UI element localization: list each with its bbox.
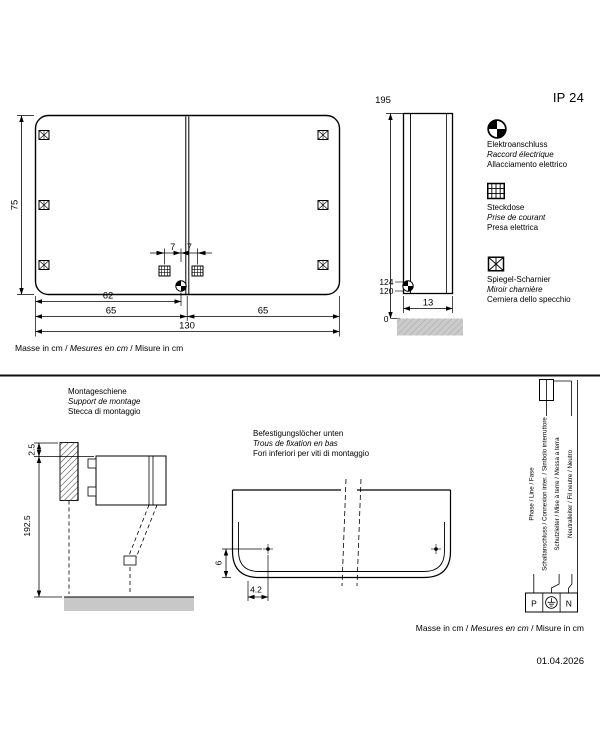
fixing-holes-title-it: Fori inferiori per viti di montaggio [253,449,370,458]
fixing-holes-title-fr: Trous de fixation en bas [253,439,338,448]
dim-level-zero: 0 [384,314,389,324]
electrical-connection-icon [175,280,187,292]
dim-level-lower: 120 [379,286,393,296]
hinge-icon [38,130,50,140]
legend-socket-it: Presa elettrica [487,223,539,232]
units-sep: / [62,343,70,353]
dim-side-depth: 13 [423,298,434,309]
units-it: Misure in cm [535,623,584,633]
base-plate [64,597,194,611]
dim-right-width: 65 [258,306,269,317]
legend-socket-label: Steckdose Prise de courant Presa elettri… [487,203,545,233]
wire-label-neutral: Neutralleiter / Fil neutre / Neutro [567,449,574,538]
dim-rail-offset: 2.5 [27,444,37,456]
dim-socket-spacing-right: 7 [187,242,192,252]
socket-icon [487,182,505,200]
units-fr: Mesures en cm [470,623,529,633]
wire-label-phase: Phase / Line / Fase [529,467,536,521]
fixing-holes-title: Befestigungslöcher unten Trous de fixati… [253,429,369,459]
legend-socket-fr: Prise de courant [487,213,546,222]
legend-hinge-label: Spiegel-Scharnier Miroir charnière Cerni… [487,275,571,305]
mounting-rail-title: Montageschiene Support de montage Stecca… [68,387,141,417]
dim-front-height: 75 [10,200,21,211]
units-sep: / [463,623,471,633]
dim-side-height: 195 [375,95,391,106]
dim-hole-edge-distance: 6 [214,560,224,565]
mounting-rail-title-de: Montageschiene [68,387,127,396]
legend-socket-de: Steckdose [487,203,525,212]
legend-hinge-de: Spiegel-Scharnier [487,275,551,284]
units-note-top: Masse in cm / Mesures en cm / Misure in … [15,343,183,353]
units-de: Masse in cm [415,623,464,633]
hinge-icon [317,260,329,270]
hinge-icon [317,130,329,140]
socket-icon [191,265,204,277]
legend-hinge-it: Cerniera dello specchio [487,295,571,304]
side-view-drawing: 195 124 120 0 13 [375,95,463,336]
units-de: Masse in cm [15,343,63,353]
legend-electrical-it: Allacciamento elettrico [487,160,568,169]
electrical-connection-icon [402,280,414,292]
units-it: Misure in cm [135,343,184,353]
terminal-neutral-label: N [566,599,572,609]
section-divider [0,374,600,377]
mirror-hinge-icon [487,256,505,272]
dim-hole-offset: 4.2 [250,585,262,595]
hinge-icon [38,260,50,270]
units-fr: Mesures en cm [69,343,128,353]
wiring-diagram: Phase / Line / Fase Schaltanschluss / Co… [525,379,578,613]
front-view-drawing: 7 7 75 62 65 65 130 [10,114,341,337]
dim-level-upper: 124 [379,277,393,287]
units-sep: / [127,343,136,353]
dim-rail-length: 192.5 [22,515,32,537]
dim-total-width: 130 [179,321,195,332]
ip-rating: IP 24 [552,90,584,105]
dim-socket-spacing-left: 7 [170,242,175,252]
dim-connection-offset: 62 [103,291,114,302]
fixing-hole [263,544,273,554]
earth-terminal-icon [545,596,558,609]
dim-left-width: 65 [106,306,117,317]
legend-hinge-fr: Miroir charnière [487,285,543,294]
fixing-hole [431,544,441,554]
revision-date: 01.04.2026 [536,656,584,667]
fixing-holes-title-de: Befestigungslöcher unten [253,429,344,438]
mounting-rail-title-it: Stecca di montaggio [68,407,141,416]
units-note-bottom: Masse in cm / Mesures en cm / Misure in … [416,623,584,633]
legend-electrical-fr: Raccord électrique [487,150,554,159]
units-sep: / [528,623,536,633]
hinge-icon [317,200,329,210]
wire-label-earth: Schutzleiter / Mise à terre / Messa a te… [554,437,561,551]
legend-electrical-de: Elektroanschluss [487,140,548,149]
socket-icon [158,265,171,277]
legend-electrical-label: Elektroanschluss Raccord électrique Alla… [487,140,567,170]
hinge-icon [38,200,50,210]
wire-label-switch: Schaltanschluss / Connexion inter. / Sim… [541,417,548,571]
mounting-rail-drawing: 2.5 192.5 [22,442,194,611]
electrical-connection-icon [487,119,507,139]
terminal-phase-label: P [531,599,537,609]
mounting-rail-title-fr: Support de montage [68,397,141,406]
fixing-holes-drawing: 6 4.2 [214,478,452,601]
